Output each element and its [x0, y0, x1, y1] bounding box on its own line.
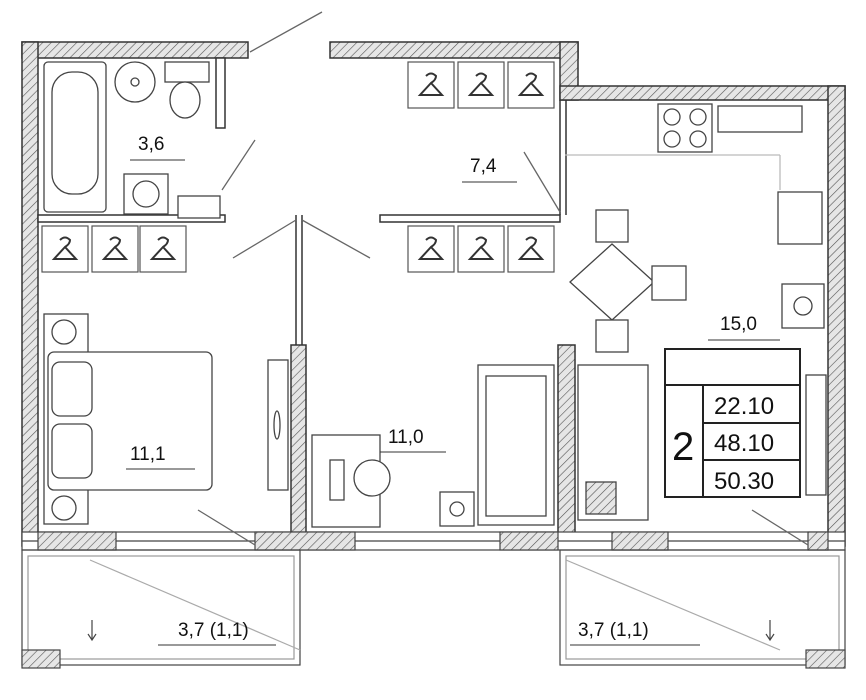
area-hall: 7,4 — [470, 156, 497, 177]
toilet-icon — [164, 61, 210, 83]
area-balcony-right: 3,7 (1,1) — [578, 620, 649, 641]
boiler-icon — [177, 195, 221, 219]
kitchen-fixtures — [565, 103, 827, 521]
balconies — [21, 549, 846, 669]
total-area: 48.10 — [714, 430, 774, 457]
area-balcony-left: 3,7 (1,1) — [178, 620, 249, 641]
area-bedroom: 11,1 — [130, 444, 166, 465]
bathroom-fixtures — [43, 61, 221, 219]
area-labels: 3,6 7,4 15,0 11,1 11,0 3,7 (1,1) 3,7 (1,… — [126, 134, 780, 646]
counter-icon — [717, 105, 803, 133]
living-area: 22.10 — [714, 393, 774, 420]
windows — [21, 531, 846, 551]
bedroom-fixtures — [43, 313, 289, 525]
room2-fixtures — [311, 364, 555, 528]
partitions — [295, 100, 567, 345]
walls — [21, 41, 846, 547]
door-swings — [197, 11, 809, 546]
area-kitchen: 15,0 — [720, 314, 757, 335]
area-room2: 11,0 — [388, 427, 424, 448]
total-area-with-balcony: 50.30 — [714, 468, 774, 495]
area-bathroom: 3,6 — [138, 134, 164, 155]
cabinet-icon — [805, 374, 827, 496]
chair-icon — [353, 459, 391, 497]
room-count: 2 — [672, 425, 694, 469]
dining-table-icon — [569, 243, 655, 321]
kitchen-sink-icon — [777, 191, 823, 245]
area-summary-table: 2 22.10 48.10 50.30 — [664, 348, 801, 498]
